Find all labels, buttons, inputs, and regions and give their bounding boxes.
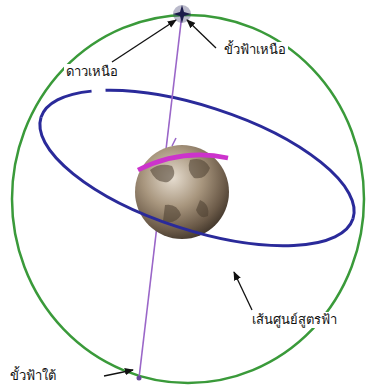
callout-label: ดาวเหนือ	[64, 64, 120, 80]
callout-label: ขั้วฟ้าใต้	[8, 368, 58, 384]
earth	[135, 145, 229, 239]
leader-arrow	[187, 20, 216, 48]
leader-arrow	[112, 20, 176, 62]
callout-label: ขั้วฟ้าเหนือ	[222, 42, 288, 58]
callout-label: เส้นศูนย์สูตรฟ้า	[250, 312, 339, 328]
earth-equator	[138, 155, 228, 170]
leader-arrow	[234, 272, 252, 310]
celestial-sphere	[12, 15, 364, 383]
leader-arrow	[104, 370, 133, 376]
